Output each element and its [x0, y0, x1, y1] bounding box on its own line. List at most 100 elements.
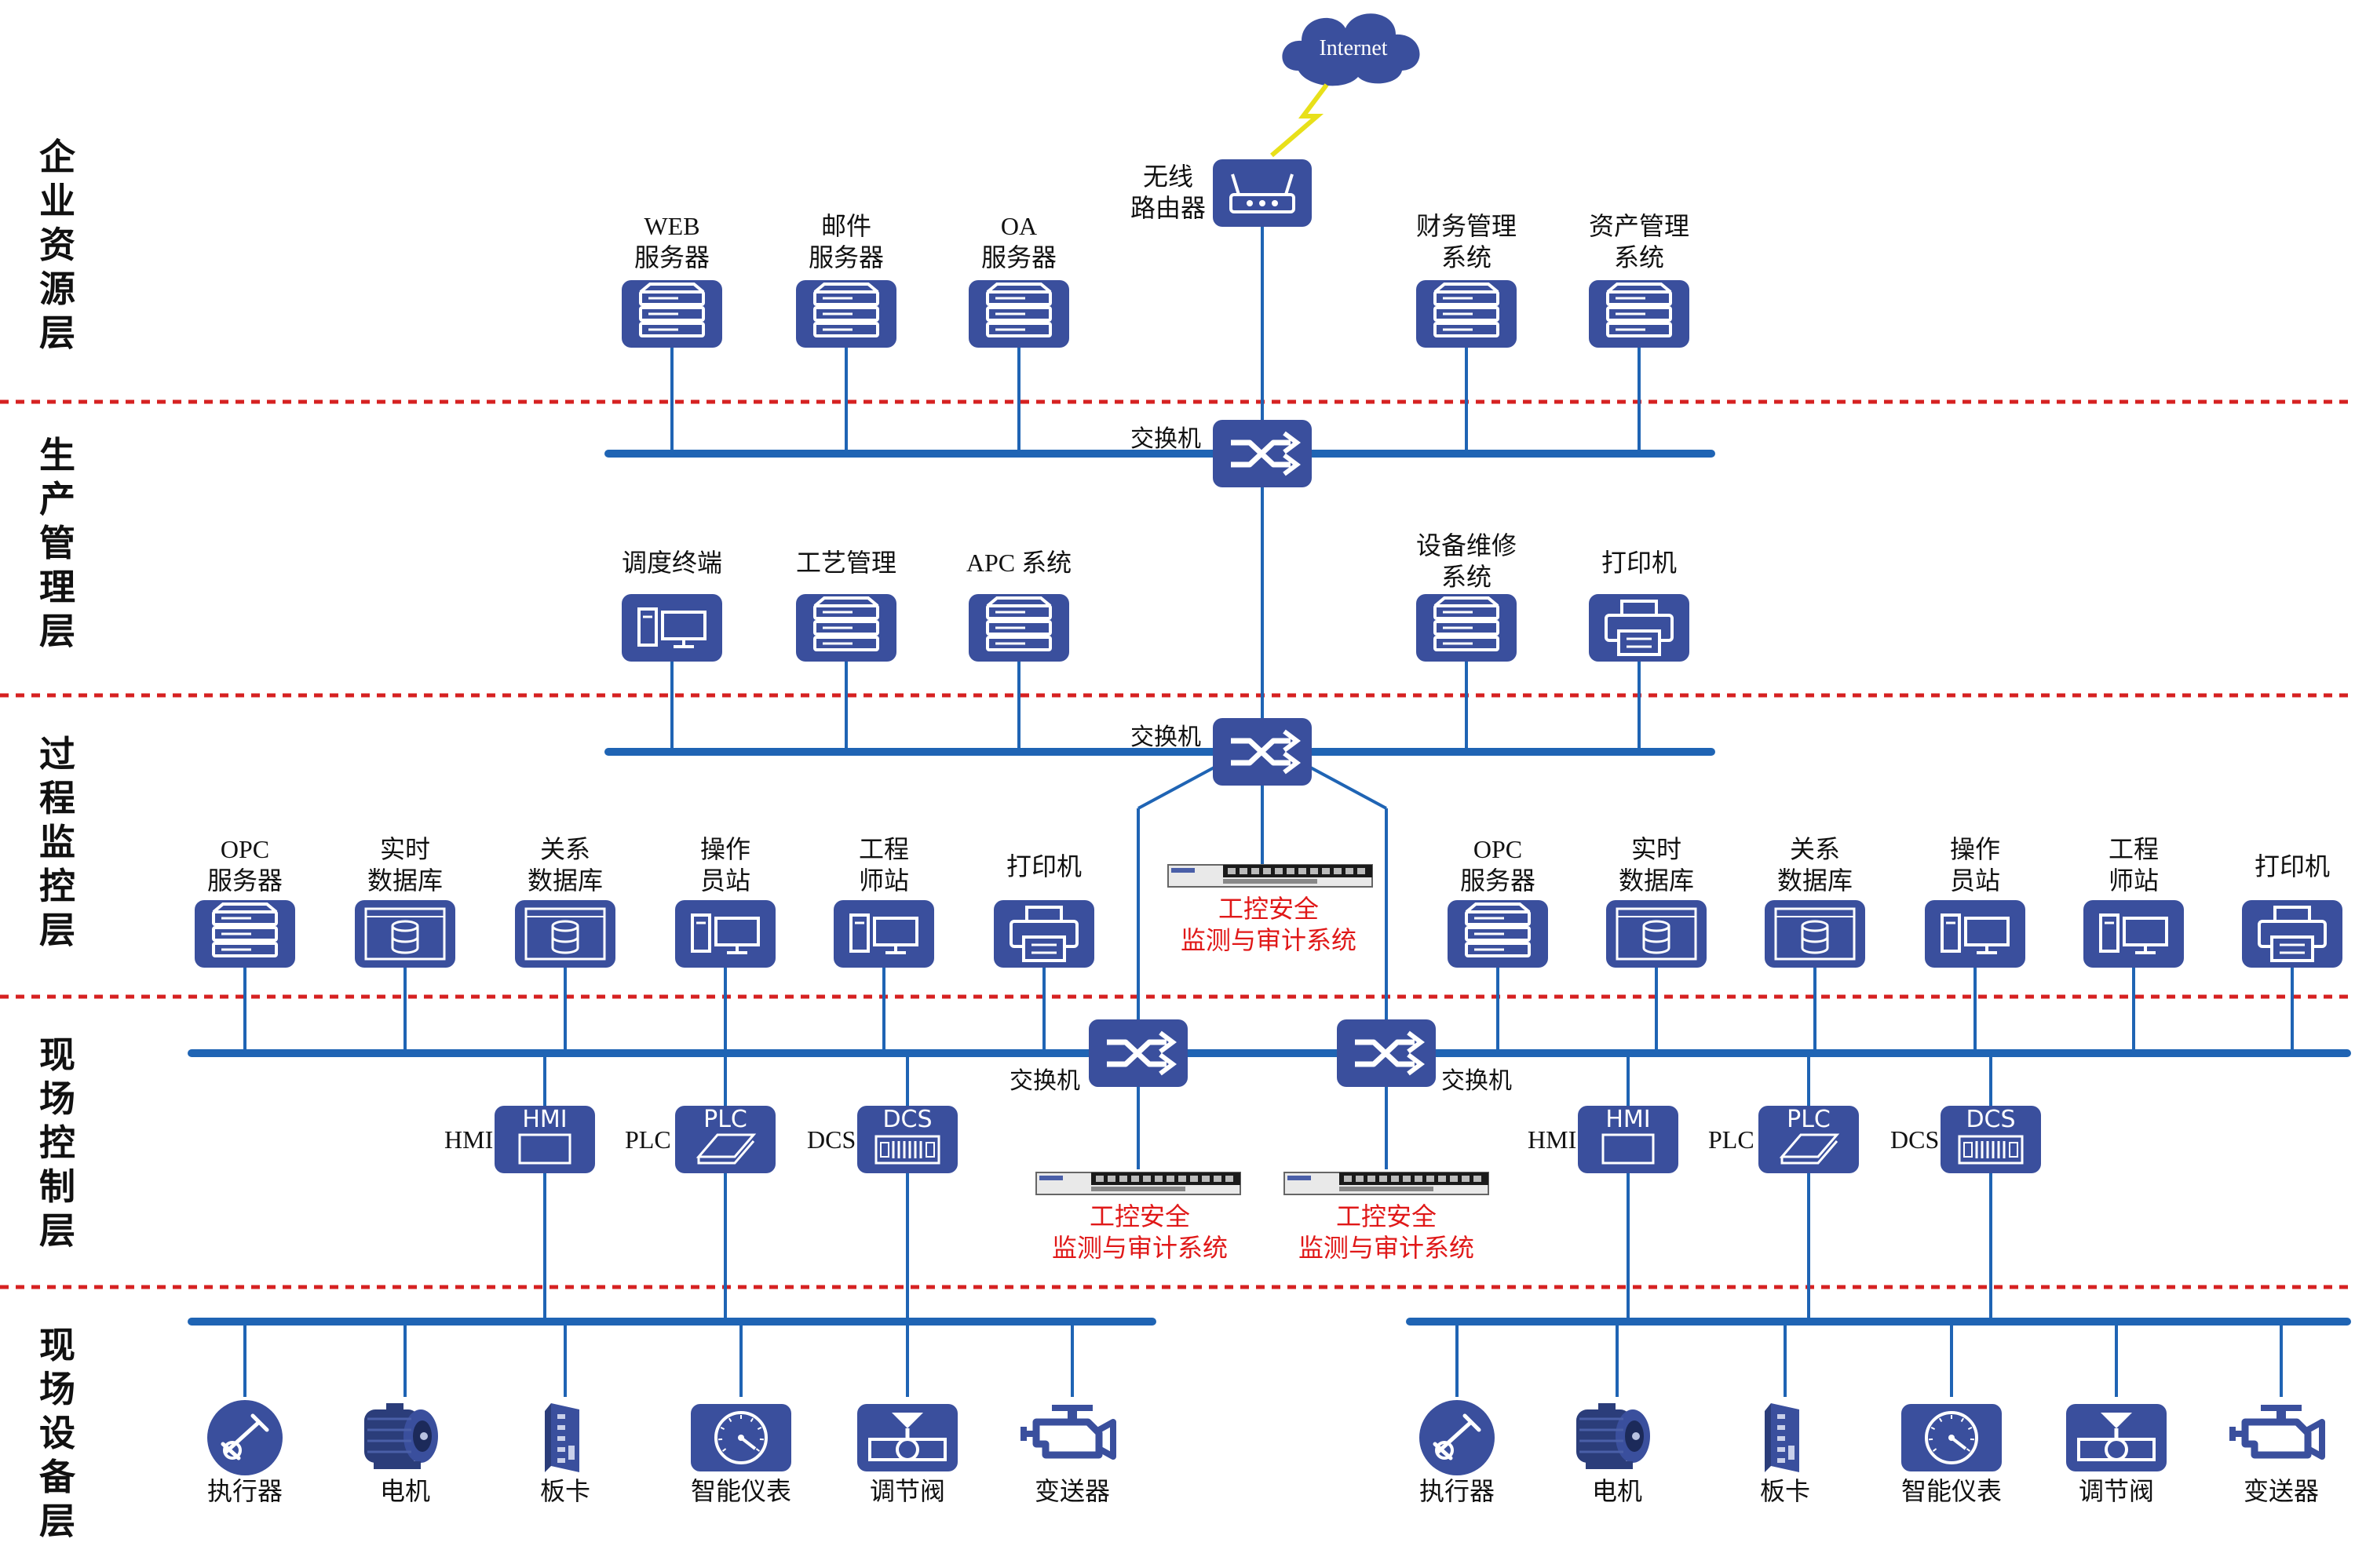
field-device-label: 执行器	[1418, 1476, 1495, 1506]
production-device[interactable]	[1589, 594, 1689, 662]
process-device-label: 实时 数据库	[367, 835, 443, 895]
process-device[interactable]	[2083, 900, 2184, 968]
layer-title: 企 业 资 源 层	[39, 136, 75, 354]
switch-label: 交换机	[1130, 724, 1201, 751]
field-device[interactable]	[207, 1400, 283, 1475]
process-device[interactable]	[1448, 900, 1548, 968]
core-switch[interactable]	[1213, 420, 1312, 487]
controller-plc[interactable]: PLC	[675, 1106, 776, 1173]
enterprise-device-label: 资产管理 系统	[1588, 212, 1689, 272]
production-device-label: 工艺管理	[795, 549, 896, 577]
production-device[interactable]	[796, 594, 896, 662]
field-device-label: 执行器	[206, 1476, 283, 1506]
switch-label: 交换机	[1441, 1067, 1512, 1095]
control-switch-right[interactable]	[1337, 1019, 1436, 1087]
ics-security-label: 工控安全 监测与审计系统	[1298, 1202, 1474, 1263]
field-device[interactable]	[1901, 1404, 2002, 1471]
process-device-label: 操作 员站	[1949, 835, 2000, 895]
svg-text:HMI: HMI	[522, 1106, 567, 1133]
svg-text:DCS: DCS	[882, 1106, 932, 1133]
field-device[interactable]	[2066, 1404, 2167, 1471]
controller-dcs[interactable]: DCS	[857, 1106, 958, 1173]
production-device-label: 调度终端	[621, 549, 722, 577]
production-device[interactable]	[622, 594, 722, 662]
production-device[interactable]	[1416, 594, 1517, 662]
process-device-label: 工程 师站	[858, 835, 909, 895]
controller-side-label: PLC	[625, 1125, 671, 1154]
internet-label: Internet	[1319, 36, 1387, 60]
switch-label: 交换机	[1130, 425, 1201, 453]
ics-security-appliance[interactable]	[1283, 1172, 1489, 1195]
field-device[interactable]	[1576, 1403, 1650, 1469]
enterprise-device[interactable]	[796, 280, 896, 348]
process-device[interactable]	[1925, 900, 2025, 968]
process-device[interactable]	[515, 900, 615, 968]
field-device-label: 电机	[379, 1476, 430, 1506]
controller-side-label: HMI	[444, 1125, 494, 1154]
ics-security-label: 工控安全 监测与审计系统	[1051, 1202, 1228, 1263]
controller-hmi[interactable]: HMI	[495, 1106, 595, 1173]
internet-cloud-icon	[1282, 13, 1420, 86]
production-device-label: 设备维修 系统	[1415, 531, 1517, 591]
process-device[interactable]	[834, 900, 934, 968]
field-device[interactable]	[1419, 1400, 1495, 1475]
process-device-label: 关系 数据库	[527, 835, 603, 895]
field-device[interactable]	[2229, 1405, 2325, 1460]
production-device-label: 打印机	[1601, 549, 1677, 577]
field-device[interactable]	[364, 1403, 438, 1469]
production-switch[interactable]	[1213, 718, 1312, 786]
field-device[interactable]	[1020, 1405, 1116, 1460]
controller-side-label: HMI	[1528, 1125, 1577, 1154]
field-device[interactable]	[1765, 1403, 1799, 1472]
controller-dcs[interactable]: DCS	[1941, 1106, 2041, 1173]
process-device-label: 操作 员站	[699, 835, 750, 895]
enterprise-device[interactable]	[1416, 280, 1517, 348]
layer-title: 生 产 管 理 层	[39, 434, 75, 652]
enterprise-device-label: WEB 服务器	[633, 212, 710, 272]
field-device-label: 电机	[1591, 1476, 1642, 1506]
controller-hmi[interactable]: HMI	[1578, 1106, 1678, 1173]
controller-side-label: PLC	[1708, 1125, 1754, 1154]
wireless-bolt-icon	[1270, 83, 1329, 158]
process-device[interactable]	[2242, 900, 2342, 968]
layer-title: 过 程 监 控 层	[39, 733, 75, 951]
layer-title: 现 场 设 备 层	[39, 1324, 75, 1542]
process-device-label: 打印机	[1006, 852, 1082, 881]
process-device[interactable]	[994, 900, 1094, 968]
process-device[interactable]	[675, 900, 776, 968]
field-device[interactable]	[857, 1404, 958, 1471]
process-device[interactable]	[1765, 900, 1865, 968]
field-device-label: 调节阀	[869, 1476, 945, 1506]
field-device-label: 调节阀	[2078, 1476, 2154, 1506]
controller-plc[interactable]: PLC	[1758, 1106, 1859, 1173]
router-label: 无线 路由器	[1130, 162, 1206, 223]
production-device[interactable]	[969, 594, 1069, 662]
field-device[interactable]	[545, 1403, 579, 1472]
field-device[interactable]	[691, 1404, 791, 1471]
enterprise-device[interactable]	[969, 280, 1069, 348]
process-device-label: 实时 数据库	[1618, 835, 1694, 895]
enterprise-device[interactable]	[1589, 280, 1689, 348]
process-device[interactable]	[1606, 900, 1707, 968]
controller-side-label: DCS	[1890, 1125, 1940, 1154]
process-device[interactable]	[195, 900, 295, 968]
svg-text:PLC: PLC	[703, 1106, 747, 1133]
ics-security-appliance[interactable]	[1035, 1172, 1241, 1195]
field-device-label: 变送器	[2243, 1476, 2319, 1506]
control-switch-left[interactable]	[1089, 1019, 1188, 1087]
svg-text:PLC: PLC	[1787, 1106, 1831, 1133]
enterprise-device[interactable]	[622, 280, 722, 348]
ics-security-label: 工控安全 监测与审计系统	[1180, 894, 1356, 955]
enterprise-device-label: 邮件 服务器	[808, 212, 884, 272]
field-device-label: 板卡	[1759, 1476, 1810, 1506]
svg-text:DCS: DCS	[1966, 1106, 2015, 1133]
process-device[interactable]	[355, 900, 455, 968]
process-device-label: OPC 服务器	[1459, 835, 1535, 895]
ics-security-appliance[interactable]	[1167, 864, 1373, 888]
field-device-label: 智能仪表	[690, 1476, 791, 1506]
field-device-label: 变送器	[1034, 1476, 1110, 1506]
process-device-label: 关系 数据库	[1776, 835, 1853, 895]
wireless-router[interactable]	[1213, 159, 1312, 227]
